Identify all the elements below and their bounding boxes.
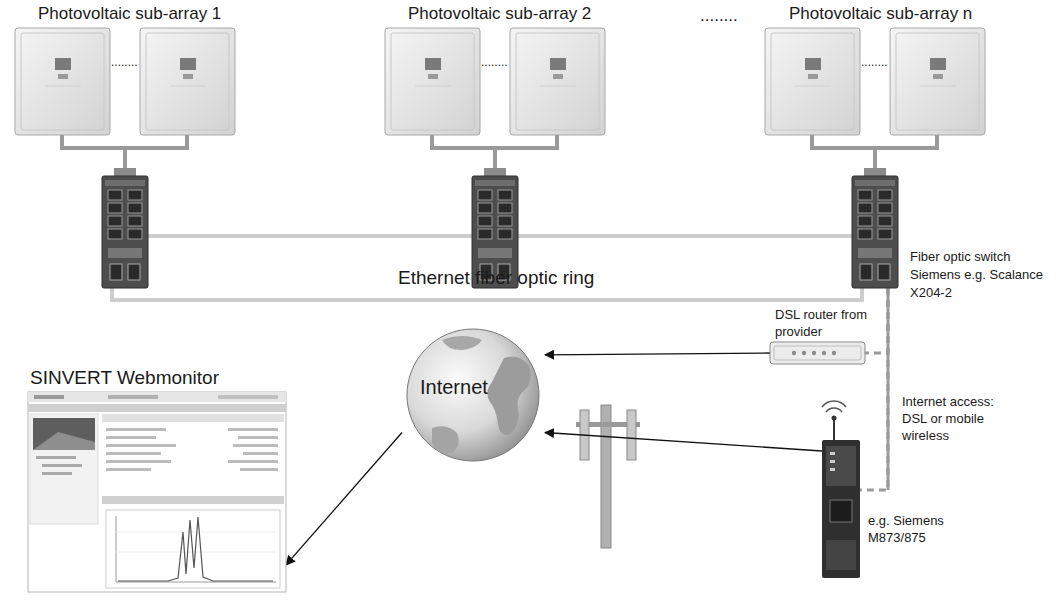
inverter-cabinets	[15, 28, 985, 135]
dsl-router: DSL router from provider	[770, 342, 865, 364]
access-note: Internet access: DSL or mobile wireless	[902, 393, 1020, 444]
fiber-ring	[112, 288, 862, 300]
webmonitor-screen-icon	[28, 392, 286, 592]
data-arrow	[545, 353, 770, 355]
label-holder: ........	[700, 6, 738, 26]
bus-line	[873, 148, 877, 168]
dsl-router-icon	[770, 342, 865, 364]
sub-array-group: Photovoltaic sub-array 2	[380, 4, 632, 148]
ellipsis-dots: ........	[861, 55, 888, 69]
node-heading: DSL router from provider	[775, 306, 885, 340]
inverter-bus	[60, 135, 939, 168]
inverter-bus	[60, 135, 189, 168]
label-holder: Ethernet fiber optic ring	[398, 266, 594, 289]
fiber-ring	[148, 234, 472, 238]
webmonitor-screen-icon	[28, 392, 286, 592]
fiber-switch-icons	[102, 168, 148, 288]
node-heading: Fiber optic switch Siemens e.g. Scalance…	[910, 248, 1050, 302]
node-heading: Photovoltaic sub-array 2	[408, 4, 591, 24]
label-holder: ........	[111, 52, 138, 70]
data-arrow	[286, 433, 402, 565]
inverter-cabinets	[140, 28, 235, 135]
inverter-bus	[810, 135, 939, 148]
data-arrow	[545, 433, 822, 452]
inverter-cabinets	[890, 28, 985, 135]
inverter-cabinets	[15, 28, 110, 135]
access-link	[865, 288, 888, 353]
mobile-router-icon	[822, 401, 860, 578]
ellipsis-dots: ........	[111, 55, 138, 69]
node-heading: e.g. Siemens M873/875	[868, 512, 978, 546]
node-heading: Photovoltaic sub-array 1	[38, 4, 221, 24]
ring-label: Ethernet fiber optic ring	[398, 266, 594, 289]
dsl-router-icon	[770, 342, 865, 364]
fiber-ring	[518, 234, 852, 238]
node-heading: SINVERT Webmonitor	[30, 366, 219, 389]
inverter-cabinets	[510, 28, 605, 135]
internet-globe: Internet	[402, 328, 545, 462]
inverter-cabinets	[765, 28, 860, 135]
fiber-switch: Fiber optic switch Siemens e.g. Scalance…	[852, 168, 898, 288]
sub-array-group: Photovoltaic sub-array 1	[10, 4, 262, 148]
radio-tower	[576, 405, 640, 548]
sub-array-group: Photovoltaic sub-array n	[760, 4, 1015, 148]
label-holder: ........	[861, 52, 888, 70]
label-holder: ........	[481, 52, 508, 70]
ellipsis-dots: ........	[481, 55, 508, 69]
mobile-router-icon	[822, 440, 860, 578]
inverter-cabinets	[385, 28, 480, 135]
mobile-router: e.g. Siemens M873/875	[822, 440, 860, 578]
node-heading: Photovoltaic sub-array n	[789, 4, 972, 24]
fiber-switch-icon	[852, 168, 898, 288]
inverter-bus	[430, 135, 559, 168]
label-holder: Internet access: DSL or mobile wireless	[902, 393, 1020, 444]
ellipsis-dots: ........	[700, 6, 738, 26]
node-heading: Internet	[420, 375, 563, 399]
radio-tower	[627, 410, 636, 460]
webmonitor-screen: SINVERT Webmonitor	[28, 366, 286, 592]
fiber-switch-icon	[852, 168, 898, 288]
